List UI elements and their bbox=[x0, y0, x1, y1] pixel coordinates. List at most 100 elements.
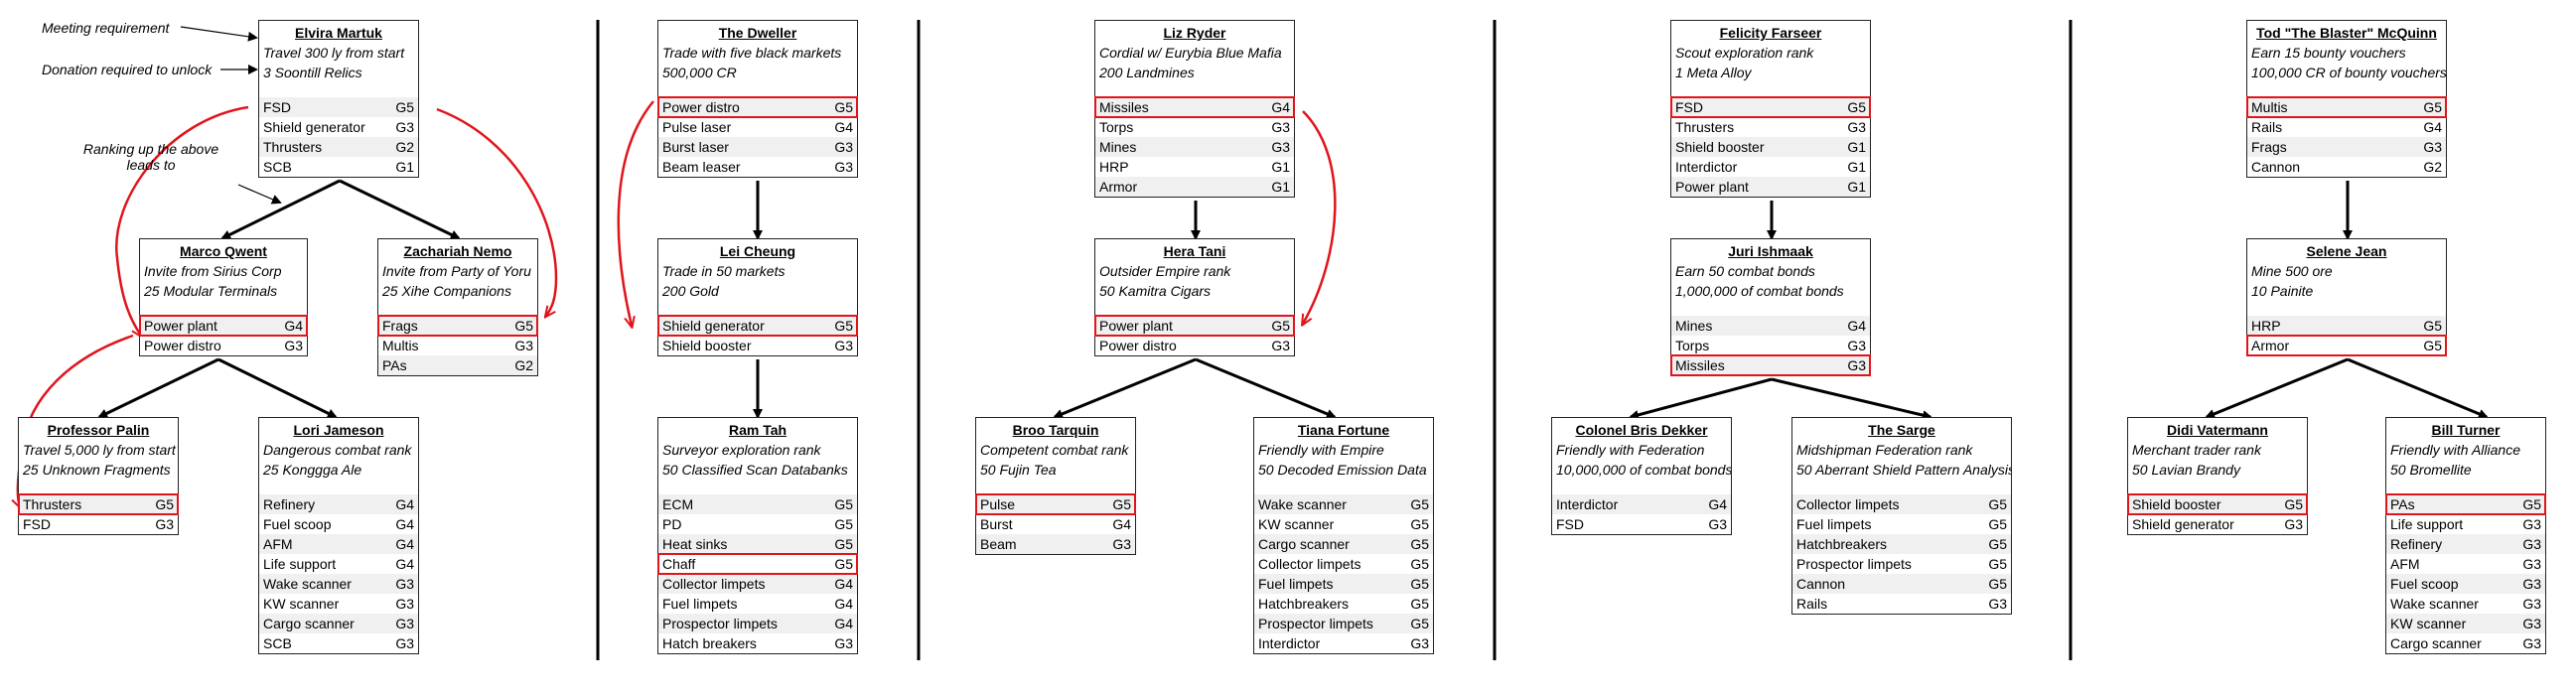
modification-grade: G3 bbox=[1847, 357, 1866, 373]
modification-name: Shield booster bbox=[662, 338, 752, 353]
meeting-requirement: Midshipman Federation rank bbox=[1796, 442, 1973, 458]
modification-grade: G5 bbox=[834, 556, 853, 572]
donation-requirement: 50 Lavian Brandy bbox=[2132, 462, 2240, 478]
modification-grade: G3 bbox=[1847, 338, 1866, 353]
modification-grade: G5 bbox=[1271, 318, 1290, 334]
modification-grade: G5 bbox=[834, 536, 853, 552]
modification-name: Power plant bbox=[1099, 318, 1173, 334]
modification-name: Interdictor bbox=[1258, 635, 1321, 651]
modification-name: HRP bbox=[2251, 318, 2281, 334]
modification-grade: G3 bbox=[1271, 119, 1290, 135]
modification-name: Fuel scoop bbox=[263, 516, 332, 532]
modification-name: Collector limpets bbox=[1796, 496, 1900, 512]
tree-connectors bbox=[97, 179, 2489, 421]
modification-grade: G5 bbox=[1988, 536, 2007, 552]
modification-grade: G3 bbox=[2522, 576, 2541, 592]
donation-requirement: 200 Landmines bbox=[1099, 65, 1195, 80]
spacer bbox=[1254, 480, 1433, 494]
modification-grade: G4 bbox=[395, 556, 414, 572]
modification-grade: G4 bbox=[284, 318, 303, 334]
modification-name: SCB bbox=[263, 635, 292, 651]
modification-grade: G4 bbox=[1112, 516, 1131, 532]
modification-grade: G3 bbox=[2522, 556, 2541, 572]
meeting-requirement: Travel 300 ly from start bbox=[263, 45, 405, 61]
modification-grade: G3 bbox=[2522, 635, 2541, 651]
modification-grade: G5 bbox=[834, 99, 853, 115]
modification-grade: G3 bbox=[1988, 596, 2007, 612]
modification-name: Shield booster bbox=[2132, 496, 2221, 512]
modification-grade: G3 bbox=[2522, 536, 2541, 552]
modification-grade: G4 bbox=[2423, 119, 2442, 135]
modification-grade: G2 bbox=[395, 139, 414, 155]
engineer-name: Hera Tani bbox=[1163, 243, 1226, 259]
modification-name: PAs bbox=[382, 357, 407, 373]
modification-name: Missiles bbox=[1675, 357, 1725, 373]
modification-grade: G5 bbox=[1988, 496, 2007, 512]
donation-requirement: 500,000 CR bbox=[662, 65, 737, 80]
annotation-ranking-up: Ranking up the above leads to bbox=[82, 141, 219, 173]
spacer bbox=[1671, 82, 1870, 97]
spacer bbox=[1671, 301, 1870, 316]
modification-grade: G1 bbox=[395, 159, 414, 175]
meeting-requirement: Surveyor exploration rank bbox=[662, 442, 821, 458]
modification-grade: G3 bbox=[155, 516, 174, 532]
spacer bbox=[2247, 82, 2446, 97]
modification-name: KW scanner bbox=[263, 596, 340, 612]
modification-grade: G5 bbox=[1988, 576, 2007, 592]
modification-grade: G3 bbox=[395, 576, 414, 592]
spacer bbox=[2386, 480, 2545, 494]
modification-row-highlighted: Missiles G3 bbox=[1670, 354, 1871, 376]
modification-grade: G5 bbox=[1847, 99, 1866, 115]
modification-grade: G3 bbox=[395, 119, 414, 135]
engineer-name: Liz Ryder bbox=[1163, 25, 1226, 41]
donation-requirement: 50 Kamitra Cigars bbox=[1099, 283, 1212, 299]
modification-grade: G3 bbox=[1112, 536, 1131, 552]
modification-name: Mines bbox=[1099, 139, 1137, 155]
modification-grade: G4 bbox=[834, 616, 853, 631]
modification-grade: G4 bbox=[1708, 496, 1727, 512]
modification-name: Power distro bbox=[662, 99, 740, 115]
modification-name: Power distro bbox=[1099, 338, 1177, 353]
donation-requirement: 1,000,000 of combat bonds bbox=[1675, 283, 1844, 299]
modification-grade: G5 bbox=[1410, 596, 1429, 612]
modification-name: Prospector limpets bbox=[1796, 556, 1912, 572]
modification-name: Cannon bbox=[2251, 159, 2301, 175]
spacer bbox=[658, 301, 857, 316]
modification-grade: G3 bbox=[2522, 616, 2541, 631]
meeting-requirement: Invite from Party of Yoru bbox=[382, 263, 531, 279]
modification-grade: G5 bbox=[1410, 556, 1429, 572]
meeting-requirement: Earn 50 combat bonds bbox=[1675, 263, 1815, 279]
modification-name: Thrusters bbox=[23, 496, 82, 512]
modification-name: Rails bbox=[2251, 119, 2283, 135]
modification-name: Wake scanner bbox=[1258, 496, 1347, 512]
